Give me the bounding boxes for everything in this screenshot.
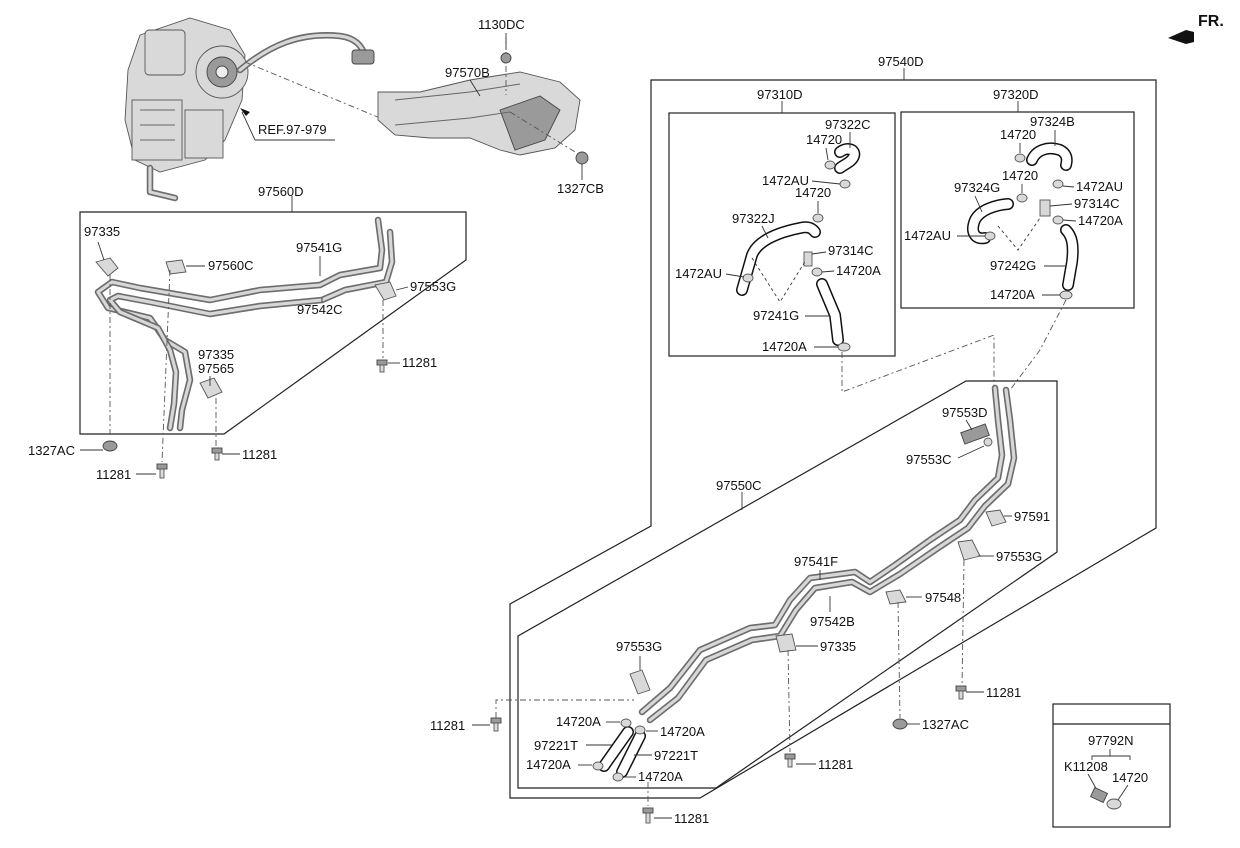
part-label-11281-e: 11281: [986, 685, 1021, 700]
group-97560D: 97560D: [79, 184, 467, 435]
part-label-97322J: 97322J: [732, 211, 775, 226]
part-label-14720-r4: 14720: [1002, 168, 1038, 183]
part-label-97310D: 97310D: [757, 87, 803, 102]
part-label-97548: 97548: [925, 590, 961, 605]
part-label-97335-right: 97335: [820, 639, 856, 654]
part-label-97324G: 97324G: [954, 180, 1000, 195]
part-label-14720A-bl1: 14720A: [556, 714, 601, 729]
part-label-11281-d: 11281: [430, 718, 465, 733]
part-label-1472AU-r3: 1472AU: [1076, 179, 1123, 194]
part-label-14720A-r1: 14720A: [836, 263, 881, 278]
part-label-11281-f: 11281: [818, 757, 853, 772]
part-label-11281-c: 11281: [96, 467, 131, 482]
kit-box-97792N: 97792N K11208 14720: [1052, 703, 1171, 828]
part-label-97553D: 97553D: [942, 405, 988, 420]
part-label-97242G: 97242G: [990, 258, 1036, 273]
part-label-11281-b: 11281: [242, 447, 277, 462]
nut-1327AC-b: [892, 718, 908, 730]
part-label-97335-left-lower: 97335: [198, 347, 234, 362]
part-label-1327CB: 1327CB: [557, 181, 604, 196]
part-label-1472AU-r2: 1472AU: [675, 266, 722, 281]
part-label-97335-left: 97335: [84, 224, 120, 239]
part-label-97320D: 97320D: [993, 87, 1039, 102]
part-label-11281-g: 11281: [674, 811, 709, 826]
bolt-11281-e: [955, 685, 967, 700]
part-label-97565: 97565: [198, 361, 234, 376]
front-direction-label: FR.: [1198, 13, 1224, 30]
part-label-97553C: 97553C: [906, 452, 952, 467]
part-label-1472AU-r4: 1472AU: [904, 228, 951, 243]
part-label-97541G: 97541G: [296, 240, 342, 255]
part-label-14720-r3: 14720: [1000, 127, 1036, 142]
front-direction-indicator: FR.: [1168, 13, 1224, 44]
part-label-97560D: 97560D: [258, 184, 304, 199]
bolt-11281-c: [156, 463, 168, 479]
part-label-14720-kit: 14720: [1112, 770, 1148, 785]
part-label-1327AC-a: 1327AC: [28, 443, 75, 458]
bolt-11281-a: [376, 359, 388, 373]
part-label-14720A-bl3: 14720A: [526, 757, 571, 772]
part-label-97792N: 97792N: [1088, 733, 1134, 748]
group-97320D: [900, 111, 1135, 309]
part-label-1327AC-b: 1327AC: [922, 717, 969, 732]
part-label-97540D: 97540D: [878, 54, 924, 69]
part-label-97553G-left: 97553G: [410, 279, 456, 294]
part-label-97324B: 97324B: [1030, 114, 1075, 129]
part-label-97591: 97591: [1014, 509, 1050, 524]
bolt-11281-f: [784, 753, 796, 768]
part-label-97314C-r2: 97314C: [1074, 196, 1120, 211]
reference-label: REF.97-979: [258, 122, 327, 137]
part-label-97314C-r1: 97314C: [828, 243, 874, 258]
part-label-14720-r2: 14720: [795, 185, 831, 200]
part-label-97221T-a: 97221T: [534, 738, 578, 753]
part-label-97550C: 97550C: [716, 478, 762, 493]
part-label-K11208: K11208: [1064, 759, 1108, 774]
part-label-14720A-bl4: 14720A: [638, 769, 683, 784]
part-label-97542B: 97542B: [810, 614, 855, 629]
part-label-97241G: 97241G: [753, 308, 799, 323]
grommet-97553D: [960, 423, 990, 445]
part-label-1130DC: 1130DC: [478, 17, 525, 32]
part-label-97542C: 97542C: [297, 302, 343, 317]
bolt-11281-d: [490, 717, 502, 732]
part-label-14720A-r4: 14720A: [990, 287, 1035, 302]
part-label-14720A-bl2: 14720A: [660, 724, 705, 739]
rear-duct: [377, 71, 581, 156]
group-97550C: [517, 380, 1058, 789]
part-label-14720A-r2: 14720A: [762, 339, 807, 354]
part-label-97560C: 97560C: [208, 258, 254, 273]
part-label-97570B: 97570B: [445, 65, 490, 80]
bolt-11281-b: [211, 447, 223, 461]
bolt-11281-g: [642, 807, 654, 824]
front-arrow-icon: [1168, 30, 1194, 44]
part-label-14720-r1: 14720: [806, 132, 842, 147]
part-label-97553G-lower: 97553G: [616, 639, 662, 654]
part-label-97322C: 97322C: [825, 117, 871, 132]
part-label-11281-a: 11281: [402, 355, 437, 370]
part-label-97221T-b: 97221T: [654, 748, 698, 763]
hvac-unit-assembly: [124, 17, 375, 202]
part-label-1472AU-r1: 1472AU: [762, 173, 809, 188]
part-label-14720A-r3: 14720A: [1078, 213, 1123, 228]
part-label-97553G-right: 97553G: [996, 549, 1042, 564]
nut-1327AC-a: [102, 440, 118, 452]
group-97540D: [509, 79, 1157, 799]
part-label-97541F: 97541F: [794, 554, 838, 569]
